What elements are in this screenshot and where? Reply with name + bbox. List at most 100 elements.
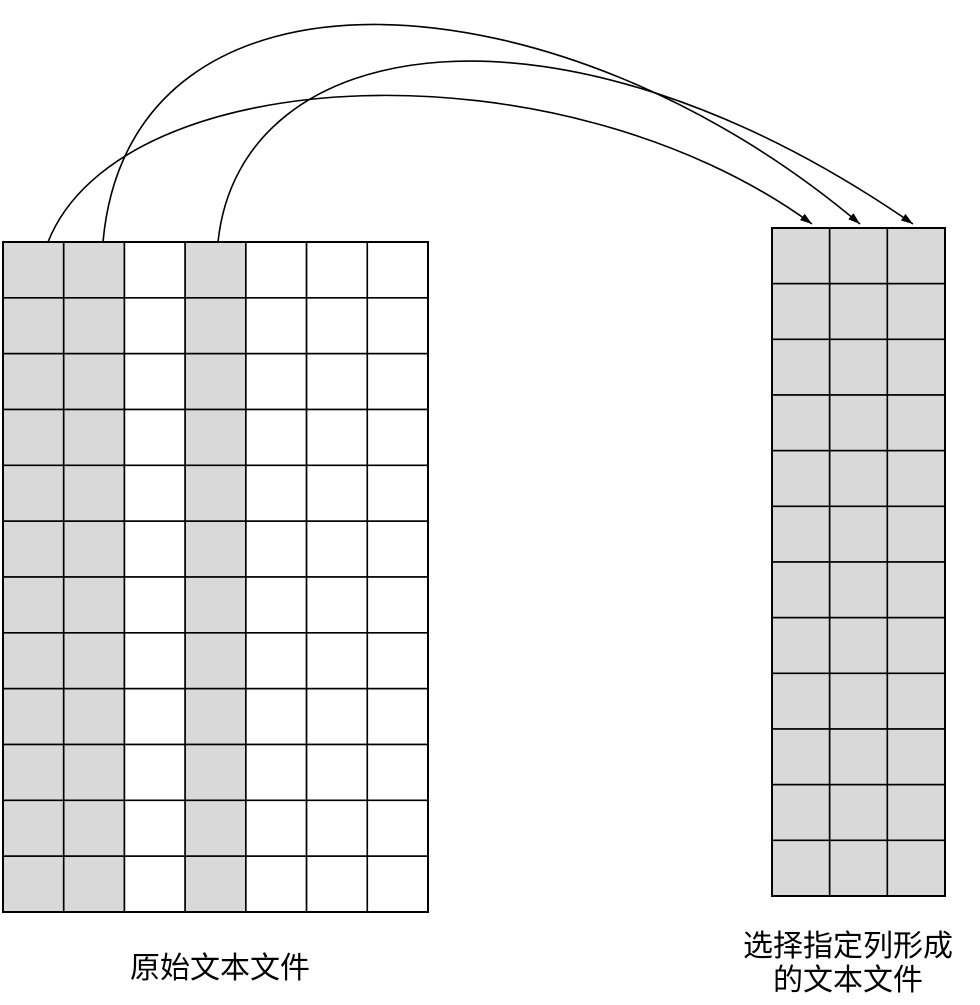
target-grid-cell-r7-c1-shaded xyxy=(771,561,831,619)
arrow-col2-to-col2 xyxy=(102,23,861,243)
source-grid-cell-r10-c3 xyxy=(123,743,186,802)
target-grid-cell-r11-c3-shaded xyxy=(886,783,946,842)
source-grid-cell-r8-c4-shaded xyxy=(184,632,247,690)
target-grid-cell-r9-c2-shaded xyxy=(828,672,889,730)
source-grid-cell-r4-c1-shaded xyxy=(2,408,65,467)
source-grid-cell-r4-c2-shaded xyxy=(62,408,126,467)
source-grid-cell-r9-c2-shaded xyxy=(62,687,126,746)
target-grid-cell-r2-c3-shaded xyxy=(886,282,946,341)
source-file-label: 原始文本文件 xyxy=(130,951,310,986)
source-grid-cell-r5-c1-shaded xyxy=(2,464,65,522)
source-grid-cell-r5-c4-shaded xyxy=(184,464,247,522)
source-grid-cell-r10-c7 xyxy=(366,743,429,802)
target-grid-cell-r3-c1-shaded xyxy=(771,338,831,396)
source-grid-cell-r7-c3 xyxy=(123,576,186,634)
source-grid-cell-r9-c1-shaded xyxy=(2,687,65,746)
source-grid-cell-r4-c7 xyxy=(366,408,429,467)
target-grid-cell-r10-c3-shaded xyxy=(886,728,946,786)
source-grid-cell-r11-c6 xyxy=(305,799,369,857)
target-grid-cell-r4-c1-shaded xyxy=(771,394,831,452)
target-grid-cell-r2-c1-shaded xyxy=(771,282,831,341)
source-grid-cell-r6-c6 xyxy=(305,520,369,578)
source-grid-cell-r6-c2-shaded xyxy=(62,520,126,578)
source-grid-cell-r1-c6 xyxy=(305,241,369,299)
target-file-label: 选择指定列形成 的文本文件 xyxy=(733,930,963,998)
source-grid-cell-r3-c2-shaded xyxy=(62,352,126,411)
source-grid-cell-r9-c7 xyxy=(366,687,429,746)
target-grid-cell-r3-c3-shaded xyxy=(886,338,946,396)
target-grid-cell-r8-c2-shaded xyxy=(828,616,889,675)
source-grid-cell-r10-c5 xyxy=(245,743,308,802)
source-grid-cell-r6-c5 xyxy=(245,520,308,578)
source-grid-cell-r12-c7 xyxy=(366,855,429,913)
source-grid-cell-r3-c6 xyxy=(305,352,369,411)
source-grid-cell-r10-c1-shaded xyxy=(2,743,65,802)
target-grid-cell-r3-c2-shaded xyxy=(828,338,889,396)
source-grid-cell-r9-c3 xyxy=(123,687,186,746)
target-grid-cell-r11-c1-shaded xyxy=(771,783,831,842)
source-grid-cell-r12-c2-shaded xyxy=(62,855,126,913)
target-grid-cell-r8-c3-shaded xyxy=(886,616,946,675)
source-grid-cell-r1-c7 xyxy=(366,241,429,299)
target-grid-cell-r10-c2-shaded xyxy=(828,728,889,786)
source-grid-cell-r11-c5 xyxy=(245,799,308,857)
target-grid-cell-r1-c2-shaded xyxy=(828,227,889,285)
source-grid-cell-r5-c6 xyxy=(305,464,369,522)
target-file-label-line-2: 的文本文件 xyxy=(773,963,923,998)
target-grid-cell-r7-c2-shaded xyxy=(828,561,889,619)
source-grid-cell-r11-c1-shaded xyxy=(2,799,65,857)
target-grid-border xyxy=(771,227,946,897)
target-grid-cell-r9-c1-shaded xyxy=(771,672,831,730)
source-grid-cell-r8-c5 xyxy=(245,632,308,690)
source-grid-cell-r2-c3 xyxy=(123,297,186,355)
source-grid-cell-r1-c3 xyxy=(123,241,186,299)
source-grid-cell-r10-c2-shaded xyxy=(62,743,126,802)
source-grid-cell-r7-c1-shaded xyxy=(2,576,65,634)
source-grid-cell-r8-c3 xyxy=(123,632,186,690)
source-grid-cell-r3-c3 xyxy=(123,352,186,411)
arrow-col4-to-col3 xyxy=(217,60,914,243)
source-grid-cell-r6-c7 xyxy=(366,520,429,578)
source-grid-cell-r11-c3 xyxy=(123,799,186,857)
source-grid-cell-r2-c4-shaded xyxy=(184,297,247,355)
target-grid-cell-r6-c3-shaded xyxy=(886,505,946,563)
source-grid-cell-r3-c4-shaded xyxy=(184,352,247,411)
source-grid-cell-r5-c7 xyxy=(366,464,429,522)
target-grid-cell-r4-c3-shaded xyxy=(886,394,946,452)
target-file-label-line-1: 选择指定列形成 xyxy=(743,929,953,964)
source-grid-cell-r8-c6 xyxy=(305,632,369,690)
source-grid-cell-r7-c4-shaded xyxy=(184,576,247,634)
source-grid-cell-r2-c5 xyxy=(245,297,308,355)
source-grid-cell-r1-c4-shaded xyxy=(184,241,247,299)
target-grid-cell-r5-c2-shaded xyxy=(828,449,889,508)
source-grid-cell-r9-c5 xyxy=(245,687,308,746)
target-grid-cell-r6-c1-shaded xyxy=(771,505,831,563)
arrow-col1-to-col1 xyxy=(47,94,813,243)
source-grid-cell-r3-c7 xyxy=(366,352,429,411)
source-grid-cell-r12-c4-shaded xyxy=(184,855,247,913)
target-grid xyxy=(771,227,946,897)
target-grid-cell-r7-c3-shaded xyxy=(886,561,946,619)
target-grid-cell-r8-c1-shaded xyxy=(771,616,831,675)
target-grid-cell-r12-c2-shaded xyxy=(828,839,889,897)
source-grid-cell-r7-c7 xyxy=(366,576,429,634)
source-grid xyxy=(2,241,429,913)
source-grid-cell-r4-c5 xyxy=(245,408,308,467)
source-grid-cell-r5-c5 xyxy=(245,464,308,522)
source-grid-cell-r10-c6 xyxy=(305,743,369,802)
source-grid-cell-r10-c4-shaded xyxy=(184,743,247,802)
source-grid-cell-r6-c3 xyxy=(123,520,186,578)
source-grid-cell-r12-c3 xyxy=(123,855,186,913)
target-grid-cell-r1-c1-shaded xyxy=(771,227,831,285)
target-grid-cell-r11-c2-shaded xyxy=(828,783,889,842)
source-grid-cell-r1-c5 xyxy=(245,241,308,299)
source-grid-cell-r8-c7 xyxy=(366,632,429,690)
source-grid-cell-r12-c1-shaded xyxy=(2,855,65,913)
target-grid-cell-r2-c2-shaded xyxy=(828,282,889,341)
source-grid-cell-r5-c3 xyxy=(123,464,186,522)
target-grid-cell-r5-c1-shaded xyxy=(771,449,831,508)
target-grid-cell-r12-c3-shaded xyxy=(886,839,946,897)
source-grid-cell-r11-c2-shaded xyxy=(62,799,126,857)
target-grid-cell-r6-c2-shaded xyxy=(828,505,889,563)
